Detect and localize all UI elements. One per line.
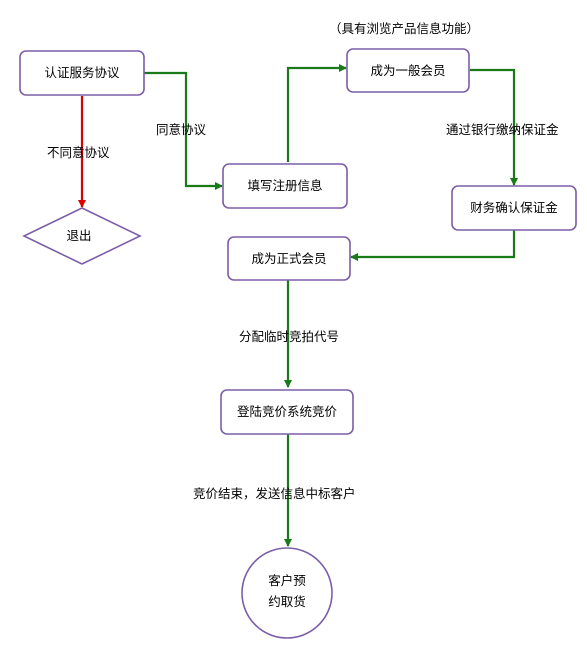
node-exit-label: 退出 bbox=[66, 228, 91, 243]
node-finance-confirm-label: 财务确认保证金 bbox=[470, 200, 558, 215]
node-customer-circle bbox=[241, 547, 333, 639]
node-general-member-box bbox=[346, 48, 470, 93]
edge-agree bbox=[144, 71, 223, 190]
node-register-label: 填写注册信息 bbox=[247, 178, 322, 193]
node-login-bidding-label: 登陆竞价系统竞价 bbox=[237, 404, 338, 419]
edge-confirm-to-formal bbox=[350, 230, 516, 261]
node-finance-confirm-box bbox=[451, 185, 577, 231]
node-customer-label-line2: 约取货 bbox=[268, 594, 306, 609]
node-customer-label-line1: 客户预 bbox=[268, 573, 306, 588]
edge-pay-deposit bbox=[470, 68, 518, 186]
node-register-box bbox=[222, 163, 348, 209]
node-agreement-label: 认证服务协议 bbox=[44, 65, 120, 80]
node-agreement-box bbox=[19, 50, 145, 96]
edge-pay-deposit-label: 通过银行缴纳保证金 bbox=[446, 122, 559, 137]
edge-agree-label: 同意协议 bbox=[156, 122, 207, 137]
edge-disagree-label: 不同意协议 bbox=[47, 145, 110, 160]
node-login-bidding-box bbox=[220, 389, 354, 435]
edge-bid-end-label: 竞价结束，发送信息中标客户 bbox=[193, 486, 356, 501]
edge-assign-code-label: 分配临时竞拍代号 bbox=[239, 329, 339, 344]
node-general-member-label: 成为一般会员 bbox=[370, 63, 445, 78]
node-formal-member-label: 成为正式会员 bbox=[251, 251, 326, 266]
node-formal-member-box bbox=[227, 236, 351, 281]
node-general-member-note: （具有浏览产品信息功能） bbox=[329, 21, 479, 36]
edge-register-to-member bbox=[286, 64, 347, 162]
node-exit-diamond bbox=[22, 207, 142, 265]
